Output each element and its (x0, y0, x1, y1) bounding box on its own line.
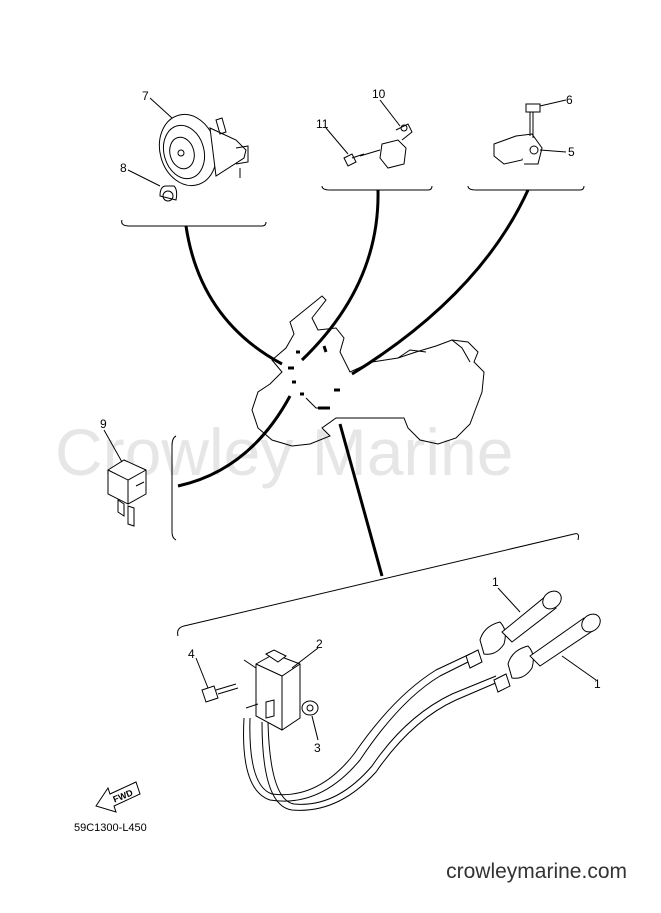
spark-plug-cap-upper (465, 590, 562, 669)
part-code: 59C1300-L450 (74, 822, 147, 834)
motorcycle-silhouette (251, 295, 485, 447)
horn-part (158, 113, 249, 202)
bolt-part (201, 683, 239, 703)
callout-7: 7 (142, 89, 149, 103)
callout-leaders (103, 97, 597, 741)
nut-part (301, 700, 319, 716)
ht-leads (243, 653, 499, 811)
callout-10: 10 (372, 87, 386, 101)
callout-9: 9 (100, 417, 107, 431)
spark-plug-cap-lower (493, 613, 601, 693)
fwd-arrow-icon: FWD (95, 781, 141, 813)
callout-3: 3 (314, 741, 321, 755)
sensor-part (343, 123, 413, 169)
ignition-coil-part (243, 649, 301, 731)
connection-marks (288, 345, 340, 410)
group-brackets (121, 185, 585, 637)
callout-1-upper: 1 (492, 575, 499, 589)
sensor-bracket-part (493, 103, 543, 165)
callout-11: 11 (316, 117, 329, 131)
callout-6: 6 (566, 93, 573, 107)
callout-1-lower: 1 (594, 677, 601, 691)
callout-4: 4 (188, 647, 195, 661)
callout-5: 5 (568, 145, 575, 159)
website-text: crowleymarine.com (446, 860, 627, 883)
callout-numbers: 7 8 10 11 6 5 9 2 4 3 1 1 (100, 87, 601, 755)
leader-lines (177, 189, 530, 577)
callout-8: 8 (120, 161, 127, 175)
callout-2: 2 (316, 637, 323, 651)
relay-part (107, 459, 147, 527)
